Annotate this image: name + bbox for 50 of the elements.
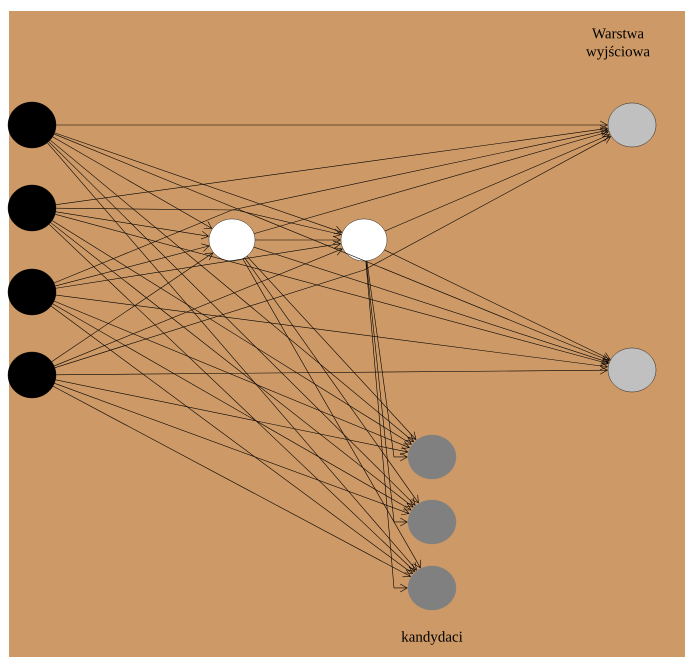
arrow — [56, 125, 608, 205]
input-neuron — [8, 268, 56, 316]
layer-label: kandydaci — [401, 631, 463, 645]
arrow — [54, 300, 410, 449]
arrow — [52, 304, 412, 510]
arrow — [56, 120, 608, 130]
arrow — [366, 260, 408, 462]
arrow — [56, 294, 608, 370]
arrow — [246, 256, 416, 440]
arrow — [52, 386, 412, 578]
arrow — [254, 130, 609, 234]
arrow — [52, 136, 212, 229]
arrow — [384, 133, 610, 232]
arrow — [52, 220, 412, 445]
arrow — [50, 306, 414, 574]
arrow — [52, 252, 214, 362]
arrow — [54, 383, 410, 516]
arrow — [54, 127, 608, 284]
arrow — [366, 260, 408, 526]
arrow — [50, 140, 414, 442]
input-neuron — [8, 352, 56, 398]
arrow — [50, 222, 414, 508]
arrow — [55, 380, 408, 455]
candidate-neuron — [408, 434, 456, 480]
hidden-neuron — [208, 218, 256, 262]
output-neuron — [608, 102, 656, 148]
input-neuron — [8, 102, 56, 148]
arrow — [244, 257, 419, 504]
arrow — [254, 236, 341, 244]
arrow — [47, 142, 417, 571]
arrow — [54, 132, 342, 234]
hidden-neuron — [340, 218, 388, 262]
arrow — [48, 224, 416, 572]
arrow — [48, 141, 416, 506]
candidate-neuron — [408, 500, 456, 544]
arrow — [56, 208, 342, 238]
arrow — [242, 258, 421, 568]
arrow — [55, 244, 210, 286]
arrow — [384, 250, 611, 360]
arrow — [254, 246, 610, 364]
arrow — [366, 260, 408, 592]
arrow — [56, 366, 608, 376]
layer-label: Warstwa wyjściowa — [586, 28, 650, 60]
input-neuron — [8, 184, 56, 232]
candidate-neuron — [408, 566, 456, 610]
arrow — [54, 247, 343, 366]
arrow — [55, 214, 609, 366]
arrow — [56, 212, 210, 240]
arrow — [56, 240, 342, 289]
output-neuron — [608, 348, 656, 392]
